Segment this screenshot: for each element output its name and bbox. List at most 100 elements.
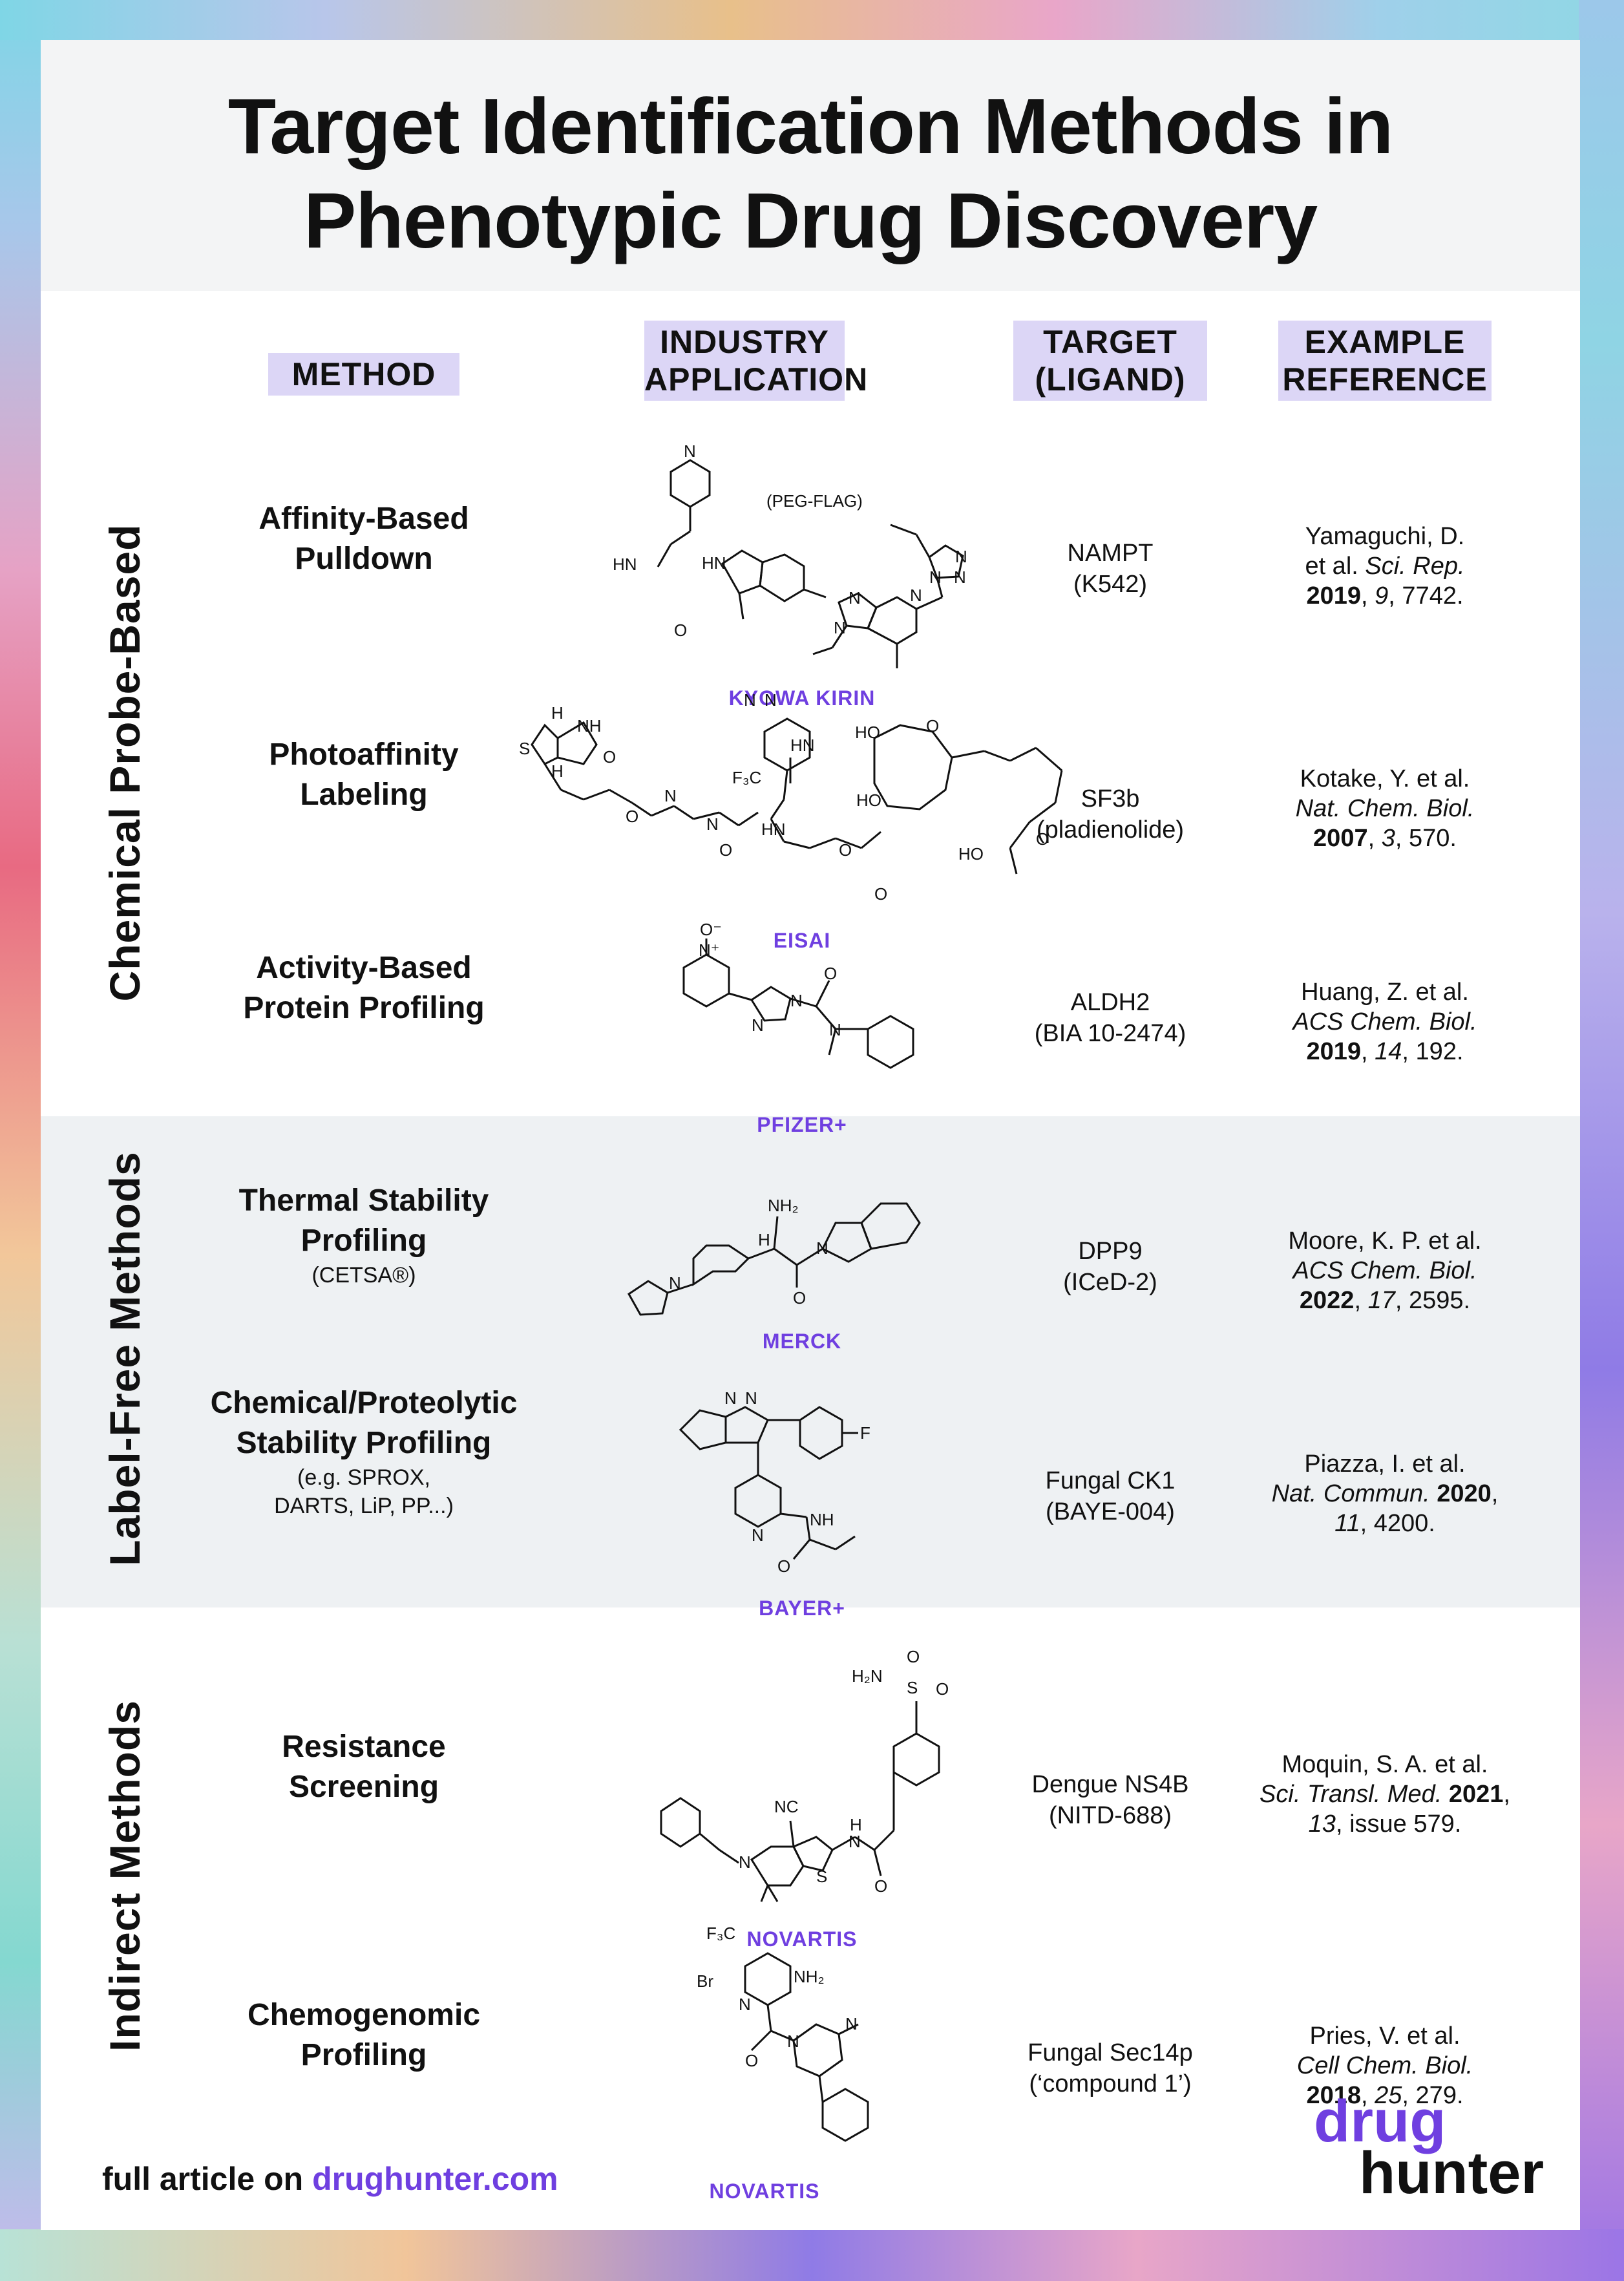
structure-label: NH <box>810 1510 834 1529</box>
method-resistance-screening: Resistance Screening <box>282 1730 446 1804</box>
company-novartis-1: NOVARTIS <box>746 1927 858 1951</box>
target-fungal-ck1: Fungal CK1 (BAYE-004) <box>1045 1467 1176 1525</box>
gradient-frame-right <box>1579 0 1624 2281</box>
structure-label: N⁺ <box>699 940 720 960</box>
reference-moquin: Moquin, S. A. et al. Sci. Transl. Med. 2… <box>1260 1751 1510 1838</box>
structure-label: H <box>551 703 564 723</box>
structure-label: O <box>874 884 887 904</box>
structure-pfizer: O⁻ N⁺ N N N O <box>635 916 958 1103</box>
section-label-indirect: Indirect Methods <box>101 1699 149 2052</box>
structure-label: HO <box>856 790 881 810</box>
structure-label: N <box>910 586 922 605</box>
structure-label: O <box>719 840 732 860</box>
structure-label: O <box>839 840 852 860</box>
structure-label: N <box>669 1273 681 1293</box>
footer-article-link: full article on drughunter.com <box>102 2161 558 2197</box>
target-dengue-ns4b: Dengue NS4B (NITD-688) <box>1031 1771 1189 1829</box>
title-line-1: Target Identification Methods in <box>227 82 1394 170</box>
structure-label: N <box>834 618 846 637</box>
drughunter-link[interactable]: drughunter.com <box>312 2161 558 2197</box>
structure-label: N <box>816 1238 828 1258</box>
target-sf3b: SF3b (pladienolide) <box>1036 785 1185 843</box>
structure-label: O <box>745 2051 758 2070</box>
structure-label: N <box>849 588 861 608</box>
structure-label: Br <box>697 1971 713 1991</box>
method-photoaffinity: Photoaffinity Labeling <box>269 737 459 812</box>
structure-label: O <box>777 1556 790 1576</box>
structure-label: N <box>724 1388 737 1408</box>
structure-label: N <box>744 690 756 710</box>
structure-label: O <box>1036 829 1049 849</box>
structure-label: F₃C <box>732 768 761 787</box>
structure-label: N <box>790 991 803 1010</box>
structure-label: N <box>745 1388 757 1408</box>
method-affinity-pulldown: Affinity-Based Pulldown <box>258 502 469 576</box>
structure-label: O <box>674 621 687 640</box>
header-example-reference: EXAMPLE REFERENCE <box>1278 321 1492 401</box>
section-label-chemical-probe: Chemical Probe-Based <box>101 524 149 1002</box>
drughunter-logo: drug hunter <box>1314 2088 1545 2206</box>
header-target-ligand: TARGET (LIGAND) <box>1013 321 1207 401</box>
structure-label: NC <box>774 1797 799 1816</box>
reference-kotake: Kotake, Y. et al. Nat. Chem. Biol. 2007,… <box>1295 765 1475 852</box>
header-industry-application: INDUSTRY APPLICATION <box>644 321 867 401</box>
structure-label: O <box>936 1679 949 1699</box>
page-title: Target Identification Methods in Phenoty… <box>41 79 1580 268</box>
section-label-label-free: Label-Free Methods <box>101 1151 149 1566</box>
structure-label: N <box>829 1020 841 1039</box>
structure-label: HN <box>790 736 815 755</box>
structure-label: (PEG-FLAG) <box>766 491 863 511</box>
company-bayer: BAYER+ <box>759 1597 845 1620</box>
structure-label: N <box>845 2014 858 2033</box>
structure-label: N <box>955 547 967 566</box>
structure-label: N <box>849 1832 861 1851</box>
structure-label: H₂N <box>852 1666 883 1686</box>
structure-label: HN <box>702 553 726 573</box>
structure-label: H <box>850 1815 862 1834</box>
method-thermal-stability: Thermal Stability Profiling (CETSA®) <box>238 1183 489 1288</box>
target-fungal-sec14p: Fungal Sec14p (‘compound 1’) <box>1028 2039 1193 2097</box>
company-merck: MERCK <box>762 1330 842 1353</box>
structure-label: O⁻ <box>700 920 722 939</box>
structure-label: N <box>752 1525 764 1545</box>
structure-kyowa-kirin: (PEG-FLAG) HN HN N N N N N N O N <box>593 428 994 686</box>
structure-label: HN <box>613 555 637 574</box>
structure-label: F <box>860 1423 870 1443</box>
company-novartis-2: NOVARTIS <box>709 2180 820 2203</box>
structure-label: O <box>926 716 939 736</box>
structure-novartis-1: H₂N S O O NC N S H N O <box>622 1637 984 1927</box>
structure-label: O <box>824 964 837 983</box>
structure-label: O <box>793 1288 806 1308</box>
structure-label: O <box>874 1876 887 1896</box>
method-activity-based: Activity-Based Protein Profiling <box>243 951 485 1025</box>
structure-eisai: N N F₃C HN NH O S H H O N N O HN O HO HO… <box>512 686 1094 932</box>
structure-label: O <box>907 1647 920 1666</box>
target-dpp9: DPP9 (ICeD-2) <box>1063 1238 1157 1296</box>
structure-label: N <box>684 441 696 461</box>
label-free-band <box>41 1116 1580 1607</box>
structure-label: N <box>787 2032 799 2051</box>
company-kyowa-kirin: KYOWA KIRIN <box>728 686 876 710</box>
structure-label: N <box>954 568 966 587</box>
structure-label: O <box>603 747 616 767</box>
structure-label: N <box>752 1015 764 1035</box>
structure-label: NH <box>577 716 602 736</box>
target-aldh2: ALDH2 (BIA 10-2474) <box>1034 989 1186 1047</box>
structure-label: N <box>706 814 719 834</box>
reference-yamaguchi: Yamaguchi, D. et al. Sci. Rep. 2019, 9, … <box>1305 523 1465 610</box>
company-eisai: EISAI <box>773 929 831 952</box>
structure-label: HO <box>958 844 984 864</box>
gradient-frame-top <box>0 0 1624 40</box>
structure-label: H <box>758 1230 770 1249</box>
structure-label: S <box>816 1867 827 1886</box>
title-line-2: Phenotypic Drug Discovery <box>303 176 1318 264</box>
structure-merck: NH₂ H N O N <box>609 1152 958 1333</box>
method-chemical-proteolytic: Chemical/Proteolytic Stability Profiling… <box>210 1386 518 1518</box>
reference-huang: Huang, Z. et al. ACS Chem. Biol. 2019, 1… <box>1292 979 1477 1065</box>
header-method: METHOD <box>268 353 459 396</box>
reference-moore: Moore, K. P. et al. ACS Chem. Biol. 2022… <box>1288 1227 1482 1314</box>
company-pfizer: PFIZER+ <box>757 1113 847 1136</box>
structure-label: N <box>929 568 942 587</box>
infographic-card: Target Identification Methods in Phenoty… <box>41 40 1580 2230</box>
structure-label: N <box>765 690 777 710</box>
